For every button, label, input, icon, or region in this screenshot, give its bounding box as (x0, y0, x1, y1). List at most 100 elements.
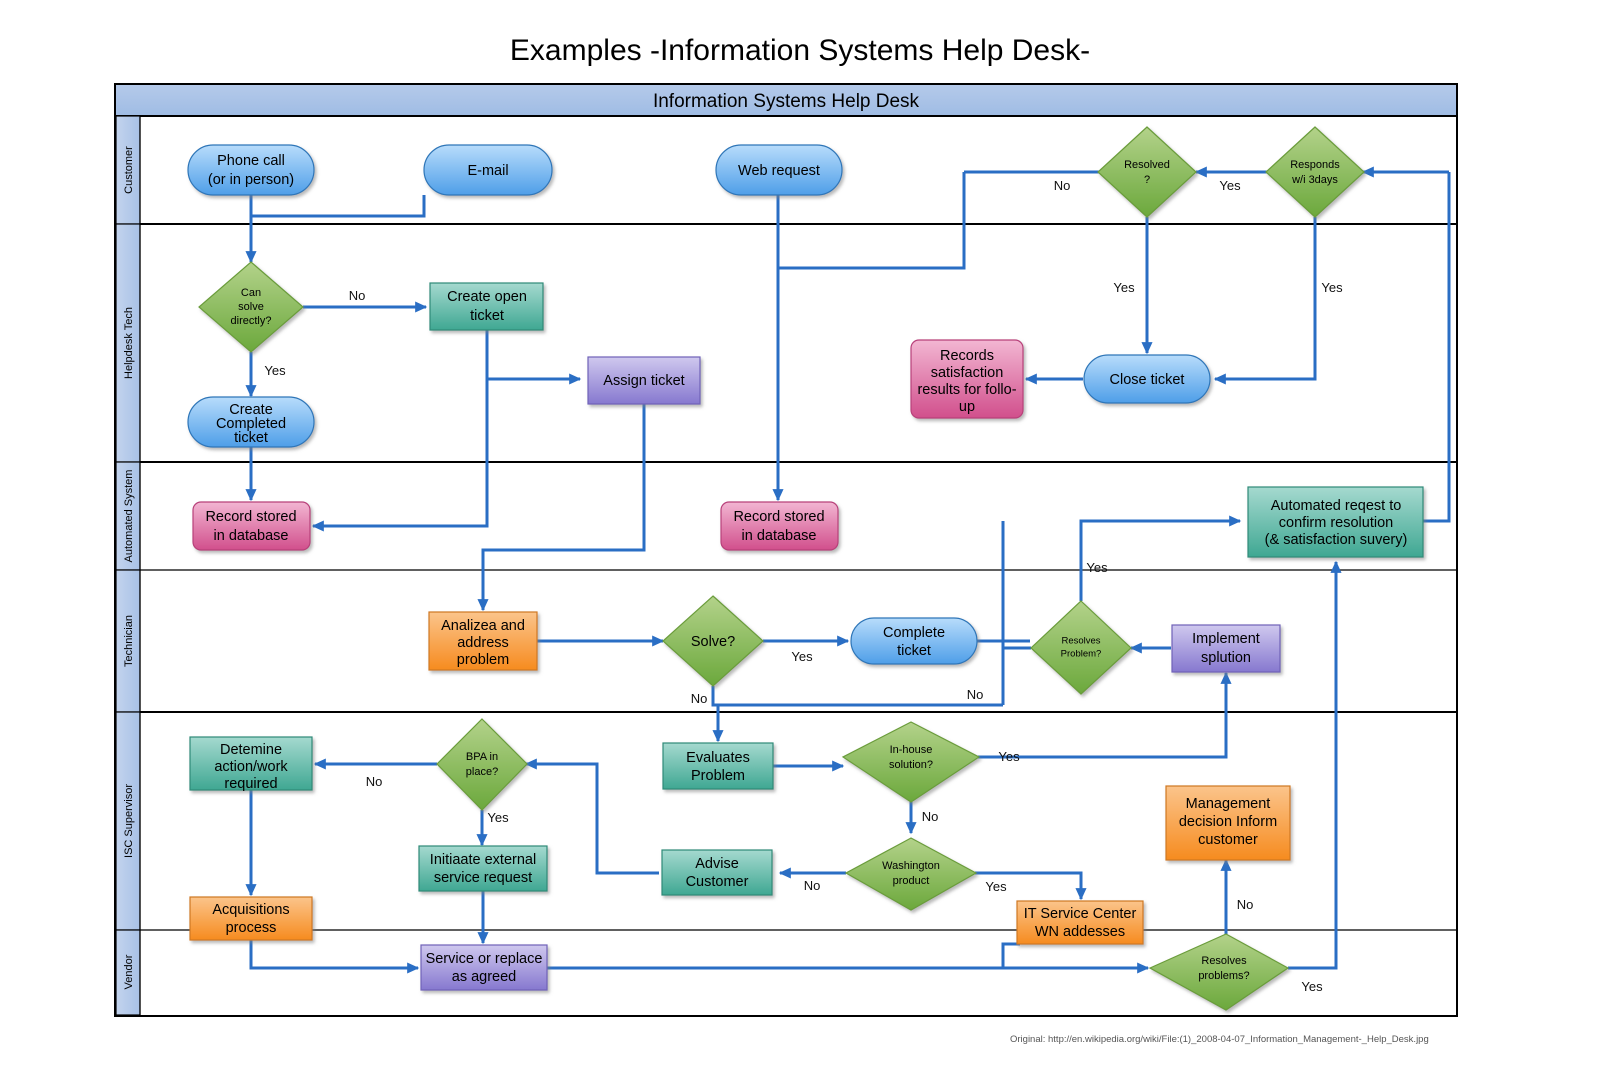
node-records-line3: results for follo- (917, 382, 1016, 398)
node-completed-line2: Completed (216, 416, 286, 432)
edge-labels: No Yes Yes Yes No Yes Yes No No Yes No Y… (264, 178, 1343, 994)
node-evaluates-problem[interactable] (662, 742, 774, 790)
node-implement-splution[interactable] (1171, 624, 1281, 673)
lane-label-automated: Automated System (123, 470, 135, 563)
node-records-line4: up (959, 399, 975, 415)
node-record-stored-2[interactable] (720, 501, 839, 551)
page-title: Examples -Information Systems Help Desk- (509, 34, 1091, 67)
edge-label-responds-down-yes: Yes (1321, 280, 1343, 295)
node-complete-ticket[interactable] (850, 617, 978, 665)
edge-label-can-solve-yes: Yes (264, 363, 286, 378)
lane-label-helpdesk: Helpdesk Tech (123, 307, 135, 379)
node-acquisitions-line1: Acquisitions (212, 902, 289, 918)
node-advise-customer[interactable] (661, 849, 773, 896)
node-it-service-center[interactable] (1016, 900, 1144, 945)
edge-label-inhouse-yes: Yes (998, 749, 1020, 764)
node-bpa-line1: BPA in (466, 751, 498, 763)
node-automated-line3: (& satisfaction suvery) (1265, 532, 1408, 548)
node-record2-line2: in database (742, 528, 817, 544)
edge-assign-to-analizea (477, 404, 646, 612)
node-record2-line1: Record stored (733, 509, 824, 525)
node-responds-wi-3days[interactable] (1265, 126, 1365, 218)
node-analizea-line1: Analizea and (441, 618, 525, 634)
edge-itservice-to-resolvesproblems (1001, 942, 1020, 968)
node-initiaate-line2: service request (434, 870, 532, 886)
node-email[interactable] (423, 144, 553, 196)
node-in-house-solution[interactable] (841, 721, 981, 803)
node-can-solve-directly[interactable] (198, 261, 304, 353)
edge-acquisitions-to-service (249, 940, 420, 974)
edge-inhouse-yes (978, 671, 1232, 759)
node-service-line2: as agreed (452, 969, 517, 985)
node-bpa-in-place[interactable] (436, 718, 528, 811)
node-phone-call-line1: Phone call (217, 153, 285, 169)
node-resolved-line1: Resolved (1124, 159, 1170, 171)
node-responds-line2: w/i 3days (1291, 174, 1338, 186)
node-washington-line1: Washington (882, 860, 940, 872)
node-service-or-replace[interactable] (420, 944, 548, 991)
node-itservice-line2: WN addesses (1035, 924, 1125, 940)
edge-automated-to-responds (1421, 172, 1451, 523)
node-record-stored-1[interactable] (192, 501, 311, 551)
edge-label-bpa-yes: Yes (487, 810, 509, 825)
edge-advise-to-bpa (524, 758, 659, 875)
node-analizea-address-problem[interactable] (428, 611, 538, 671)
edge-resolvesproblem-yes (1079, 515, 1242, 601)
source-attribution: Original: http://en.wikipedia.org/wiki/F… (1010, 1034, 1429, 1045)
node-completeticket-line1: Complete (883, 625, 945, 641)
node-resolved[interactable] (1097, 126, 1197, 218)
node-openticket-line1: Create open (447, 289, 527, 305)
node-records-line2: satisfaction (931, 365, 1004, 381)
edge-label-resolves-problem-no: No (967, 687, 984, 702)
node-service-line1: Service or replace (426, 951, 543, 967)
edge-label-resolves-problems-no: No (1237, 897, 1254, 912)
node-create-completed-ticket[interactable] (187, 396, 315, 448)
pool-title: Information Systems Help Desk (653, 91, 920, 112)
node-initiaate-external[interactable] (418, 845, 548, 892)
lane-label-vendor: Vendor (123, 954, 135, 989)
edge-label-resolved-yes: Yes (1113, 280, 1135, 295)
node-web-request[interactable] (715, 144, 843, 196)
node-detemine-line2: action/work (214, 759, 288, 775)
edge-resolvesproblems-yes (1288, 560, 1342, 970)
edge-label-solve-yes: Yes (791, 649, 813, 664)
node-resolves-problems[interactable] (1148, 933, 1290, 1011)
node-management-decision[interactable] (1165, 785, 1291, 861)
node-close-ticket[interactable] (1083, 354, 1211, 404)
node-phone-call-line2: (or in person) (208, 172, 294, 188)
node-records-line1: Records (940, 348, 994, 364)
connectors (245, 166, 1451, 974)
node-washington-product[interactable] (844, 837, 978, 911)
node-resolvesproblems-line2: problems? (1198, 970, 1249, 982)
node-detemine-action-work[interactable] (189, 736, 313, 791)
node-phone-call[interactable] (187, 144, 315, 196)
edge-label-inhouse-no: No (922, 809, 939, 824)
edge-responds-down (1213, 217, 1317, 385)
edge-label-washington-yes: Yes (985, 879, 1007, 894)
node-assign-label: Assign ticket (603, 373, 684, 389)
node-assign-ticket[interactable] (587, 356, 701, 405)
edge-label-resolves-problem-yes: Yes (1086, 560, 1108, 575)
node-resolved-line2: ? (1144, 174, 1150, 186)
node-record1-line2: in database (214, 528, 289, 544)
node-create-open-ticket[interactable] (429, 282, 544, 331)
node-resolvesproblems-line1: Resolves (1201, 955, 1247, 967)
node-solve[interactable] (662, 595, 764, 687)
node-records-satisfaction[interactable] (910, 339, 1024, 419)
node-inhouse-line1: In-house (890, 744, 933, 756)
lane-dividers (139, 116, 1457, 1015)
node-resolves-problem[interactable] (1030, 600, 1132, 695)
node-automated-line1: Automated reqest to (1271, 498, 1402, 514)
node-advise-line2: Customer (686, 874, 749, 890)
node-evaluates-line1: Evaluates (686, 750, 750, 766)
node-advise-line1: Advise (695, 856, 739, 872)
node-closeticket-label: Close ticket (1110, 372, 1185, 388)
edge-label-resolves-problems-yes: Yes (1301, 979, 1323, 994)
edge-webrequest-branch (778, 172, 966, 270)
node-automated-request[interactable] (1247, 486, 1424, 558)
node-completed-line3: ticket (234, 430, 268, 446)
node-management-line1: Management (1186, 796, 1271, 812)
node-record1-line1: Record stored (205, 509, 296, 525)
node-acquisitions-process[interactable] (189, 896, 313, 941)
